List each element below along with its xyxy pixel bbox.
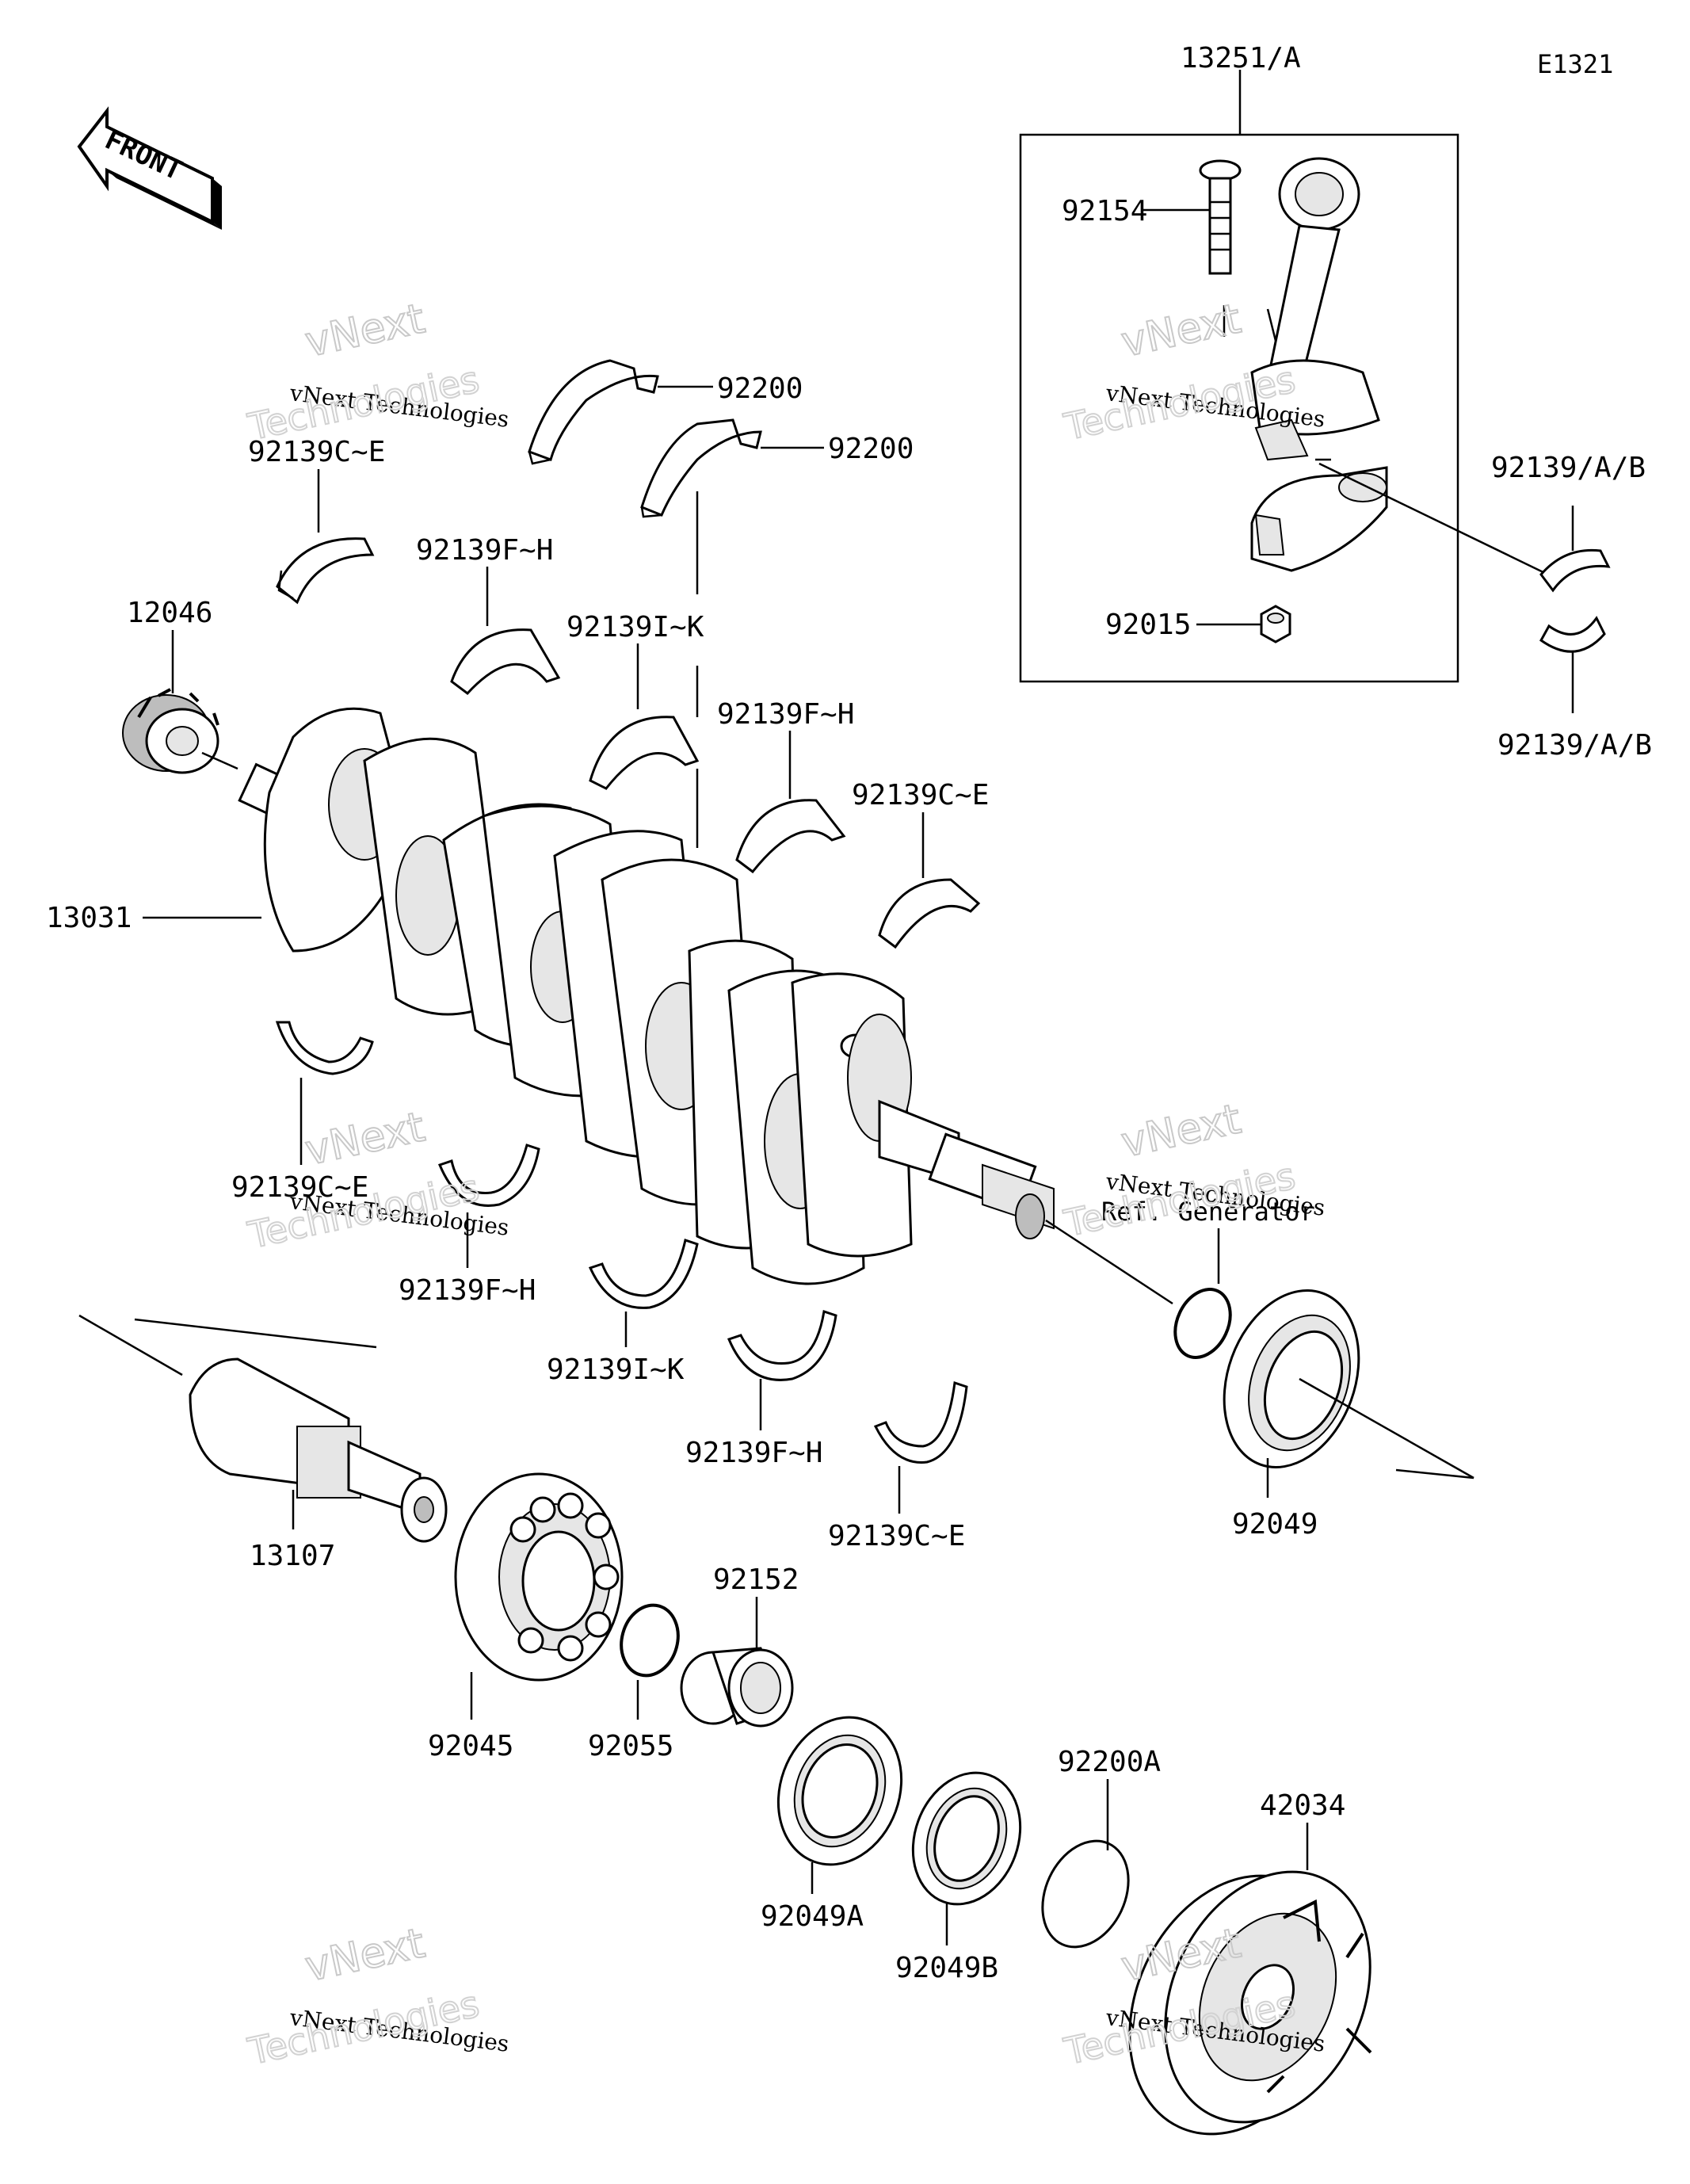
label-fh-mid: 92139F~H [717,698,854,731]
bearing-fh-low2 [727,1310,837,1381]
bearing-ce-low2 [873,1381,968,1464]
label-ik-low: 92139I~K [547,1354,685,1386]
label-92139ab-top: 92139/A/B [1491,452,1646,484]
label-13251: 13251/A [1181,42,1301,74]
conrod-assembly-box: 13251/A 92154 [1019,42,1554,683]
washer-92200a [1041,1839,1130,1949]
label-fh-low: 92139F~H [399,1274,536,1307]
bearing-92139ab-lower [1539,616,1606,653]
thrust-washer-92200-b [640,418,762,518]
bearing-ce-low [275,1021,374,1075]
thrust-washer-92200-a [528,359,659,465]
svg-text:Technologies: Technologies [244,1983,483,2073]
label-ce-low: 92139C~E [231,1171,368,1204]
bearing-ce-mid [878,878,981,949]
watermark-bottom-left: vNext vNext Technologies Technologies [243,1919,510,2074]
front-arrow-icon: FRONT [77,106,222,230]
label-ik-top: 92139I~K [567,611,704,643]
label-ce-top: 92139C~E [248,436,385,468]
sprocket-gear-12046 [122,688,219,774]
svg-text:Technologies: Technologies [1060,1155,1299,1245]
bearing-ik-top [589,716,700,790]
label-13107: 13107 [250,1540,335,1572]
svg-text:vNext: vNext [301,295,429,366]
collar-92152 [680,1647,794,1728]
oil-seal-92049a [776,1716,903,1866]
balancer-shaft-13107 [189,1357,448,1543]
bearing-92139ab-upper [1539,548,1611,593]
label-42034: 42034 [1260,1789,1345,1822]
label-13031: 13031 [46,902,132,934]
oring-generator [1173,1288,1232,1359]
label-92049b: 92049B [895,1952,998,1984]
label-92049: 92049 [1232,1508,1318,1541]
label-fh-top: 92139F~H [416,534,553,567]
oil-seal-92049b [911,1771,1022,1906]
label-92139ab-bottom: 92139/A/B [1497,729,1652,762]
ball-bearing-92045 [454,1472,624,1682]
conrod-cap [1250,466,1388,572]
label-92045: 92045 [428,1730,513,1762]
label-92152: 92152 [713,1564,799,1596]
label-ce-low2: 92139C~E [828,1520,965,1552]
pulley-42034 [1128,1870,1372,2136]
label-92200a: 92200A [1058,1746,1161,1778]
bearing-fh-top [450,628,561,696]
svg-text:vNext: vNext [301,1919,429,1991]
oring-92055 [620,1603,680,1678]
diagram-ref-code: E1321 [1537,49,1613,79]
label-12046: 12046 [127,597,212,629]
label-92154: 92154 [1062,195,1147,227]
svg-text:vNext: vNext [1117,1095,1245,1166]
note-ref-generator: Ref. Generator [1101,1197,1315,1227]
conrod-nut [1260,605,1291,643]
bearing-ce-top [276,537,375,605]
label-ce-mid: 92139C~E [852,779,989,811]
label-fh-low2: 92139F~H [685,1437,822,1469]
watermark-top-left: vNext vNext Technologies Technologies [243,294,510,449]
connecting-rod [1250,157,1380,461]
label-92200-b: 92200 [828,433,914,465]
oil-seal-92049 [1223,1289,1360,1468]
svg-text:vNext: vNext [301,1103,429,1174]
label-92015: 92015 [1105,609,1191,641]
bearing-ik-low [588,1239,699,1309]
label-92200-a: 92200 [717,372,803,405]
crankshaft-13031 [238,707,1055,1285]
bearing-fh-low [437,1144,540,1207]
svg-text:Technologies: Technologies [244,358,483,449]
label-92055: 92055 [588,1730,673,1762]
label-92049a: 92049A [761,1900,864,1933]
bearing-fh-mid [735,799,846,874]
conrod-bolt [1199,159,1242,275]
svg-text:vNext: vNext [1117,295,1245,366]
